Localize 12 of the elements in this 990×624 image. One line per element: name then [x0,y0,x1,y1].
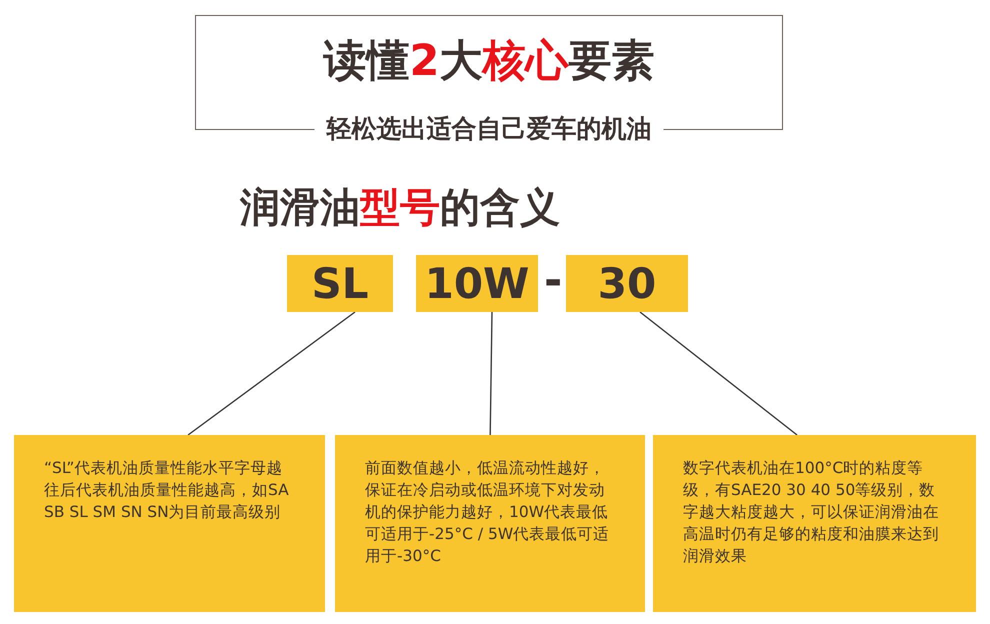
code-box: SL [287,255,393,312]
description-box: 前面数值越小，低温流动性越好，保证在冷启动或低温环境下对发动机的保护能力越好，10W代表最低可适用于-25°C / 5W代表最低可适用于-30°C [335,435,645,612]
heading: 润滑油型号的含义 [240,184,560,233]
code-box: 30 [566,255,688,312]
description-box: 数字代表机油在100°C时的粘度等级，有SAE20 30 40 50等级别，数字越大粘度越大，可以保证润滑油在高温时仍有足够的粘度和油膜来达到润滑效果 [653,435,976,612]
code-box: 10W [416,255,538,312]
connector-line [188,311,356,436]
separator-dash: - [544,254,562,308]
connector-line [640,311,798,436]
connector-line [490,312,493,435]
heading: 读懂2大核心要素 [322,36,656,86]
description-box: “SL”代表机油质量性能水平字母越往后代表机油质量性能越高，如SA SB SL SM SN SN为目前最高级别 [14,435,325,612]
